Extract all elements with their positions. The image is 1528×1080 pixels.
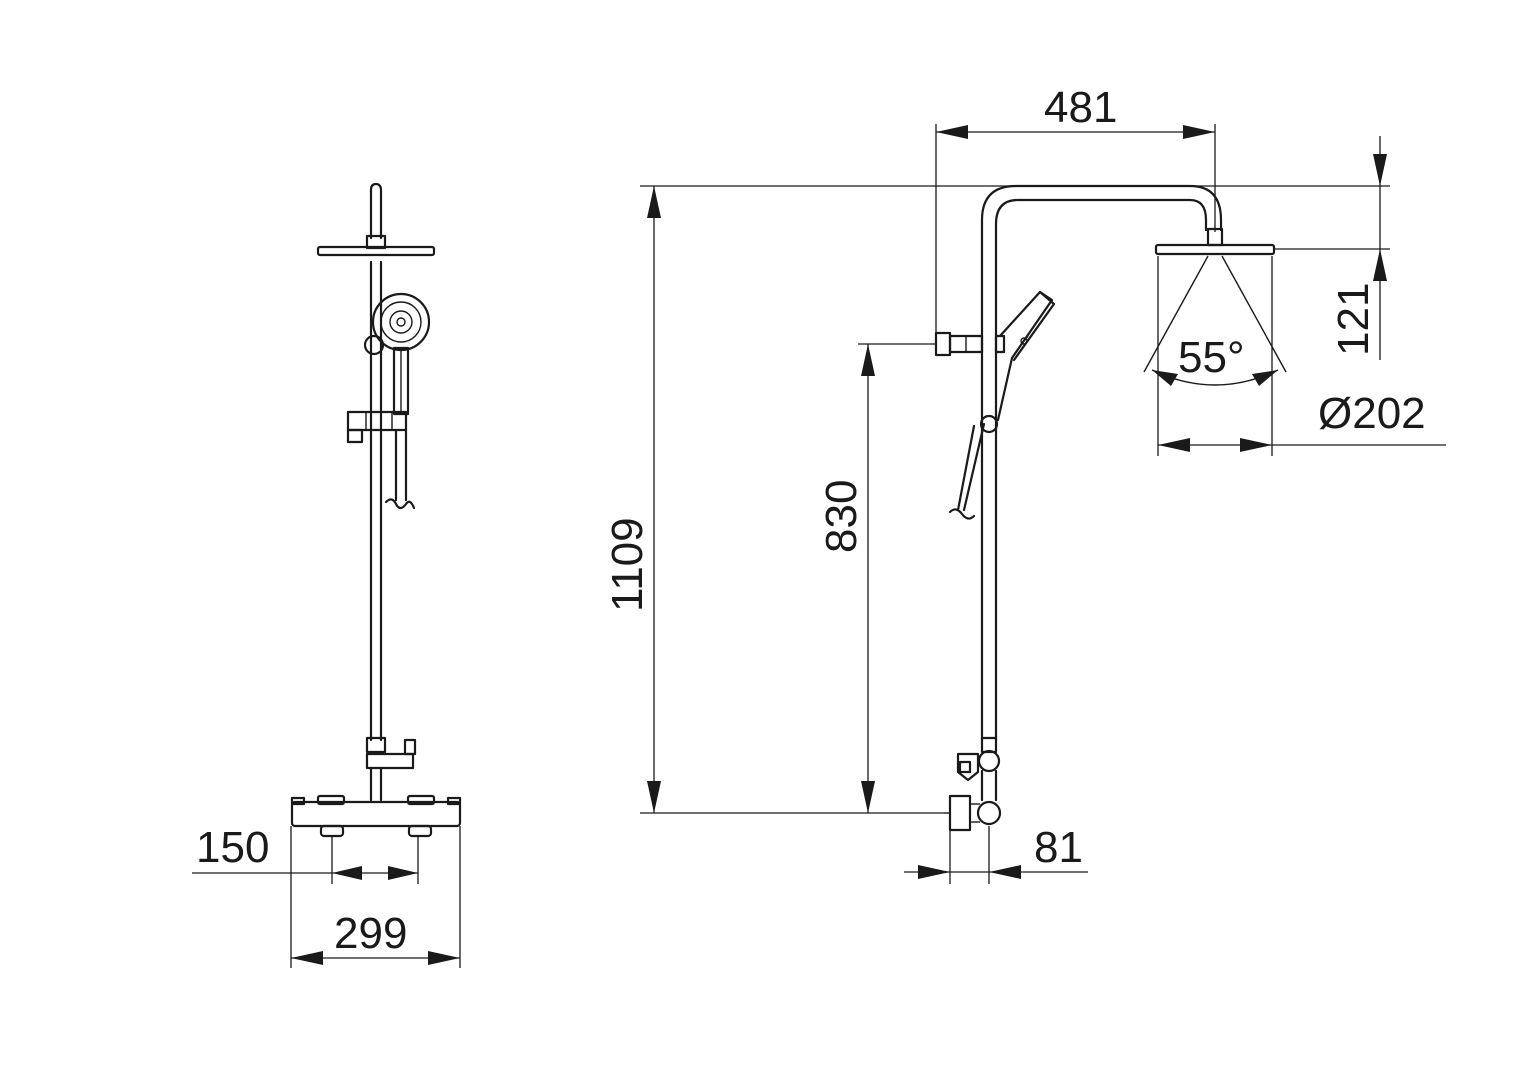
dimension-481-label: 481 [1044,83,1117,132]
dimension-299 [290,826,461,968]
dimension-202-label: Ø202 [1318,389,1426,438]
dimension-830 [858,343,936,813]
dimension-481 [935,124,1216,338]
dimension-81-label: 81 [1034,823,1083,872]
front-view [290,182,462,838]
side-riser-and-arm [980,184,1223,742]
dimension-830-label: 830 [817,480,866,553]
front-holder-bracket [346,410,408,444]
front-slider-knob [363,334,385,356]
dimension-121 [1274,136,1390,360]
dimension-1109 [640,185,1390,814]
dimension-121-label: 121 [1329,283,1378,356]
side-hand-shower [996,290,1056,422]
dimension-299-label: 299 [334,909,407,958]
front-lower-outlet [365,736,417,802]
front-hand-shower [371,292,431,416]
front-hose [384,428,416,510]
dimension-202 [1157,256,1446,456]
front-overhead-shower [316,245,436,257]
side-mid-knob [979,414,999,434]
dimension-1109-label: 1109 [603,517,652,612]
dimension-150-label: 150 [196,823,269,872]
side-hose [948,422,986,520]
side-thermostat [944,794,1002,832]
front-thermostat-body [290,794,462,838]
side-view [934,184,1287,832]
side-lower-outlet [956,736,1001,802]
dimension-81 [904,826,1088,884]
spray-angle-label: 55° [1178,333,1245,382]
dimension-150 [192,836,419,884]
side-overhead-shower [1154,243,1276,256]
side-slider-clamp [934,331,1006,357]
front-riser-pipe [369,182,383,742]
